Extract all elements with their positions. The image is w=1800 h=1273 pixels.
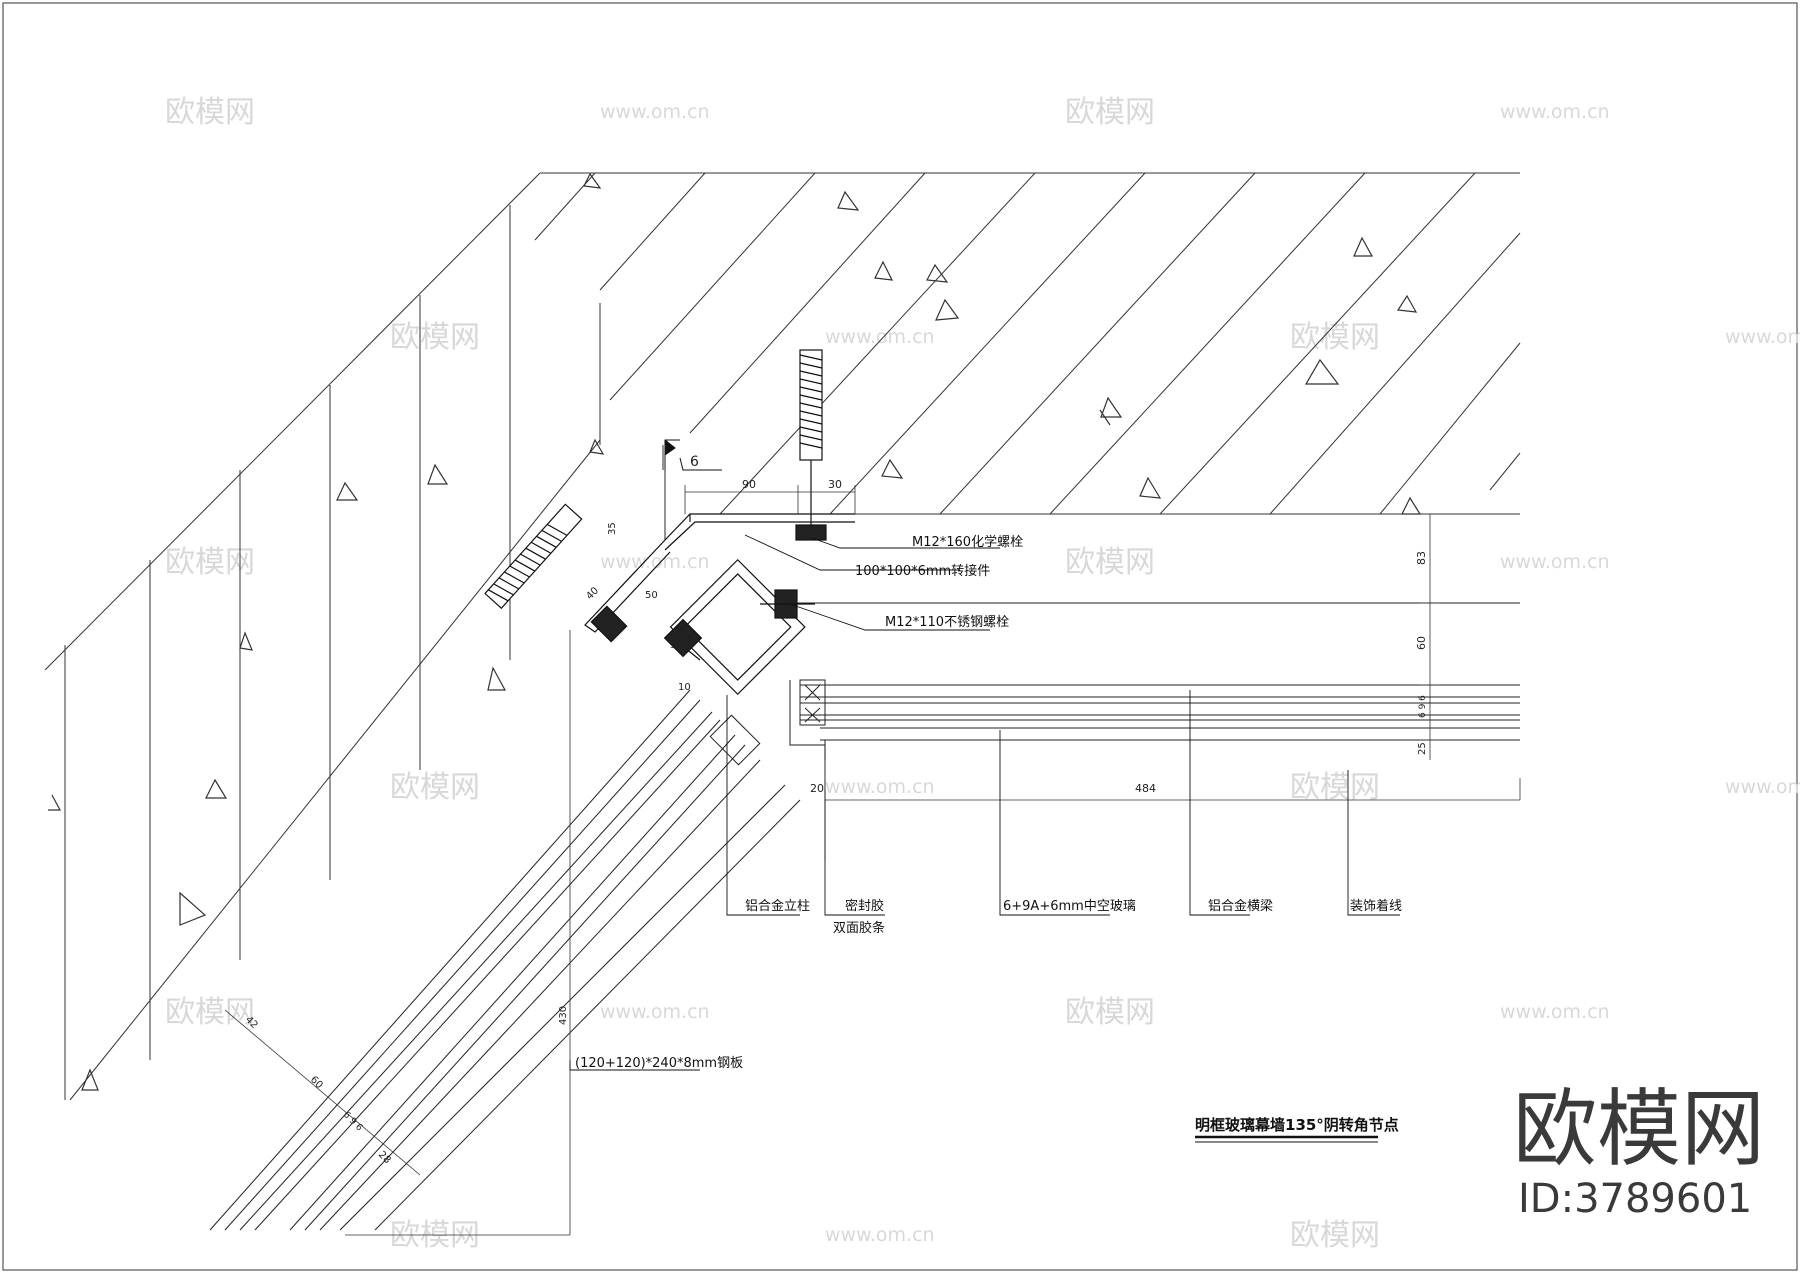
callout-transom: 铝合金横梁 [1208,898,1273,914]
watermark-text: 欧模网 [390,770,480,805]
watermark-text: 欧模网 [165,995,255,1030]
dim-60b: 60 [308,1074,325,1091]
watermark-text: 欧模网 [1065,995,1155,1030]
watermark-url: www.om.cn [1500,101,1610,123]
dim-40: 40 [584,585,601,602]
watermark-text: 欧模网 [1290,320,1380,355]
dim-83: 83 [1415,551,1428,565]
callout-sealant: 密封胶 [845,898,884,914]
watermark-text: 欧模网 [165,95,255,130]
watermark-text: 欧模网 [1290,770,1380,805]
brand-block: 欧模网 ID:3789601 [1513,1080,1765,1222]
watermark-url: www.om.cn [825,1224,935,1246]
callout-mullion: 铝合金立柱 [745,898,810,914]
watermark-url: www.om.cn [1500,551,1610,573]
dim-90: 90 [742,478,756,491]
callouts: M12*160化学螺栓 100*100*6mm转接件 M12*110不锈钢螺栓 … [575,534,1402,1071]
watermark-url: www.om.cn [600,101,710,123]
watermark-url: www.om.cn [1500,1001,1610,1023]
weld-symbol: 6 [664,439,722,471]
dim-28: 28 [376,1149,393,1166]
dimension-lines [224,485,1521,1236]
watermark-url: www.om.cn [600,1001,710,1023]
concrete-wall-horizontal [534,172,1521,515]
watermark-text: 欧模网 [1065,95,1155,130]
watermark-url: www.om.cn [600,551,710,573]
dim-50: 50 [645,590,658,601]
brand-logo-text: 欧模网 [1513,1080,1765,1178]
dim-696: 6 9 6 [1418,695,1428,718]
watermark-url: www.om.cn [1725,776,1800,798]
dim-484: 484 [1135,782,1156,795]
dim-35: 35 [607,522,618,535]
callout-tape: 双面胶条 [833,920,885,936]
steel-connector-assembly [484,349,855,696]
dim-30: 30 [828,478,842,491]
dim-430: 430 [558,1006,569,1025]
watermark-url: www.om.cn [825,776,935,798]
dim-60: 60 [1415,636,1428,650]
watermark-url: www.om.cn [1725,326,1800,348]
concrete-wall-diagonal [44,172,601,1101]
watermark-text: 欧模网 [1065,545,1155,580]
dimension-text: 90 30 83 60 6 9 6 25 20 484 35 40 50 35 … [243,478,1428,1166]
dim-25: 25 [1417,742,1428,755]
callout-connector: 100*100*6mm转接件 [855,563,990,579]
dim-20: 20 [810,782,824,795]
drawing-title-block: 明框玻璃幕墙135°阴转角节点 [1195,1116,1399,1143]
aggregate-triangles [583,172,1422,515]
callout-steel-plate: (120+120)*240*8mm钢板 [575,1056,743,1071]
brand-id: ID:3789601 [1518,1176,1752,1222]
watermark-text: 欧模网 [165,545,255,580]
glazing-diagonal [209,689,801,1231]
weld-size: 6 [690,454,699,470]
aggregate-triangles-left [48,463,507,1091]
dim-35b: 35 [670,640,683,651]
callout-ss-bolt: M12*110不锈钢螺栓 [885,615,1009,630]
callout-anchor-bolt: M12*160化学螺栓 [912,534,1023,550]
watermark-text: 欧模网 [390,1218,480,1253]
callout-trim: 装饰着线 [1350,898,1402,914]
watermark-text: 欧模网 [1290,1218,1380,1253]
dim-10: 10 [678,682,691,693]
callout-glass: 6+9A+6mm中空玻璃 [1003,899,1136,914]
watermark-url: www.om.cn [825,326,935,348]
watermark-text: 欧模网 [390,320,480,355]
glazing-horizontal [785,602,1520,760]
drawing-title: 明框玻璃幕墙135°阴转角节点 [1195,1116,1399,1134]
leader-lines [569,439,1400,1071]
